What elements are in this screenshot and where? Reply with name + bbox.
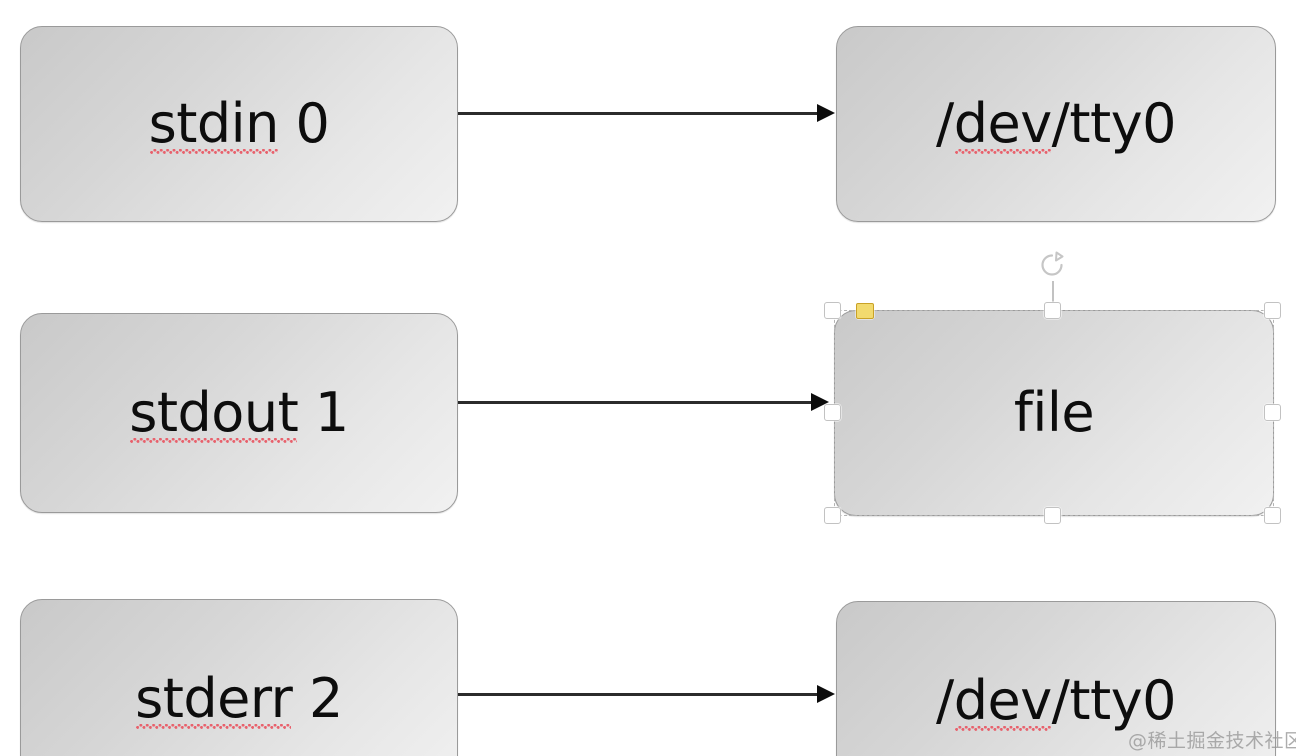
misspelled-word: stderr	[135, 667, 293, 730]
node-label-suffix: 1	[298, 381, 349, 444]
handle-bottom-center[interactable]	[1044, 507, 1061, 524]
node-label: stderr 2	[135, 667, 343, 730]
connector-stdout-to-file[interactable]	[458, 391, 829, 413]
handle-bottom-left[interactable]	[824, 507, 841, 524]
node-label-suffix: /tty0	[1051, 92, 1177, 155]
node-label: /dev/tty0	[936, 92, 1177, 155]
node-label-suffix: 0	[278, 92, 330, 155]
handle-middle-right[interactable]	[1264, 404, 1281, 421]
handle-top-left[interactable]	[824, 302, 841, 319]
connector-stdin-to-tty0[interactable]	[458, 102, 835, 124]
node-label: stdin 0	[148, 92, 330, 155]
node-label-slash: /	[935, 669, 954, 732]
node-dev-tty0-bottom[interactable]: /dev/tty0	[836, 601, 1276, 756]
handle-bottom-right[interactable]	[1264, 507, 1281, 524]
handle-middle-left[interactable]	[824, 404, 841, 421]
handle-top-center[interactable]	[1044, 302, 1061, 319]
connector-line	[458, 401, 811, 404]
node-stdout[interactable]: stdout 1	[20, 313, 458, 513]
node-label-suffix: /tty0	[1051, 669, 1177, 732]
rotate-handle-stem	[1052, 281, 1054, 303]
node-label: /dev/tty0	[936, 669, 1177, 732]
arrowhead-icon	[817, 104, 835, 122]
misspelled-word: stdin	[148, 92, 279, 155]
rotate-icon[interactable]	[1036, 249, 1068, 281]
node-label: file	[1013, 381, 1095, 444]
node-stderr[interactable]: stderr 2	[20, 599, 458, 756]
connector-line	[458, 112, 817, 115]
handle-corner-radius[interactable]	[856, 303, 874, 319]
node-label-slash: /	[935, 92, 954, 155]
connector-stderr-to-tty0[interactable]	[458, 683, 835, 705]
misspelled-word: dev	[953, 92, 1052, 155]
node-stdin[interactable]: stdin 0	[20, 26, 458, 222]
arrowhead-icon	[817, 685, 835, 703]
watermark: @稀土掘金技术社区	[1128, 730, 1296, 752]
handle-top-right[interactable]	[1264, 302, 1281, 319]
node-file[interactable]: file	[834, 310, 1274, 516]
misspelled-word: dev	[953, 669, 1052, 732]
node-label: stdout 1	[129, 381, 349, 444]
node-label-suffix: 2	[292, 667, 343, 730]
connector-line	[458, 693, 817, 696]
node-dev-tty0-top[interactable]: /dev/tty0	[836, 26, 1276, 222]
misspelled-word: stdout	[129, 381, 299, 444]
